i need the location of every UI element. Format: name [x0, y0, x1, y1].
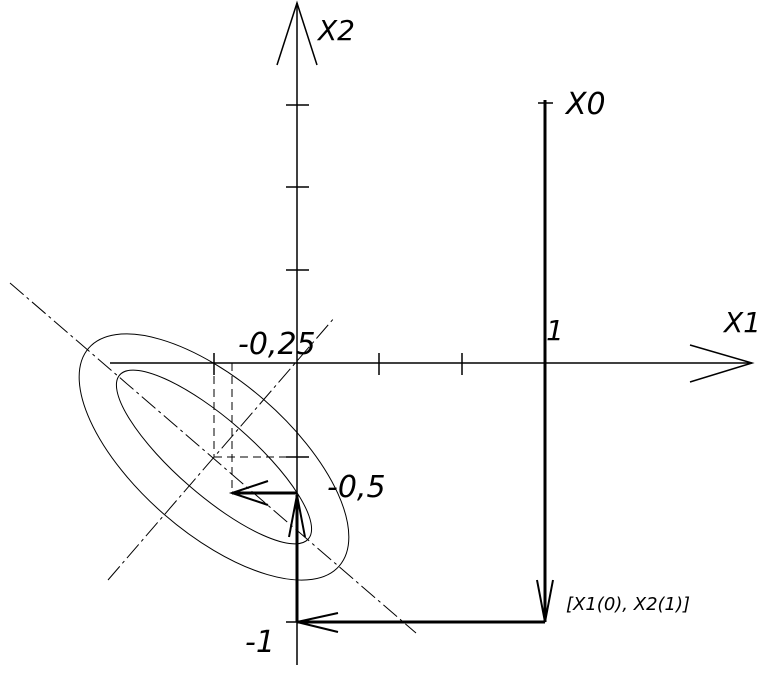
up-arrowhead [288, 494, 306, 538]
x2-axis-arrowhead [276, 0, 318, 66]
x0-axis-label: X0 [564, 87, 606, 122]
tick-label-one: 1 [546, 314, 564, 347]
x1-axis-label: X1 [722, 306, 761, 339]
x2-axis-label: X2 [316, 14, 355, 47]
tick-label-minus-1: -1 [245, 625, 275, 660]
tick-label-minus-025: -0,25 [238, 327, 316, 362]
left-arrowhead [228, 480, 269, 506]
tick-label-minus-05: -0,5 [327, 470, 386, 505]
inner-ellipse [115, 369, 313, 545]
x1-axis-arrowhead [689, 344, 755, 383]
point-label: [X1(0), X2(1)] [566, 594, 690, 615]
outer-ellipse [78, 333, 350, 581]
